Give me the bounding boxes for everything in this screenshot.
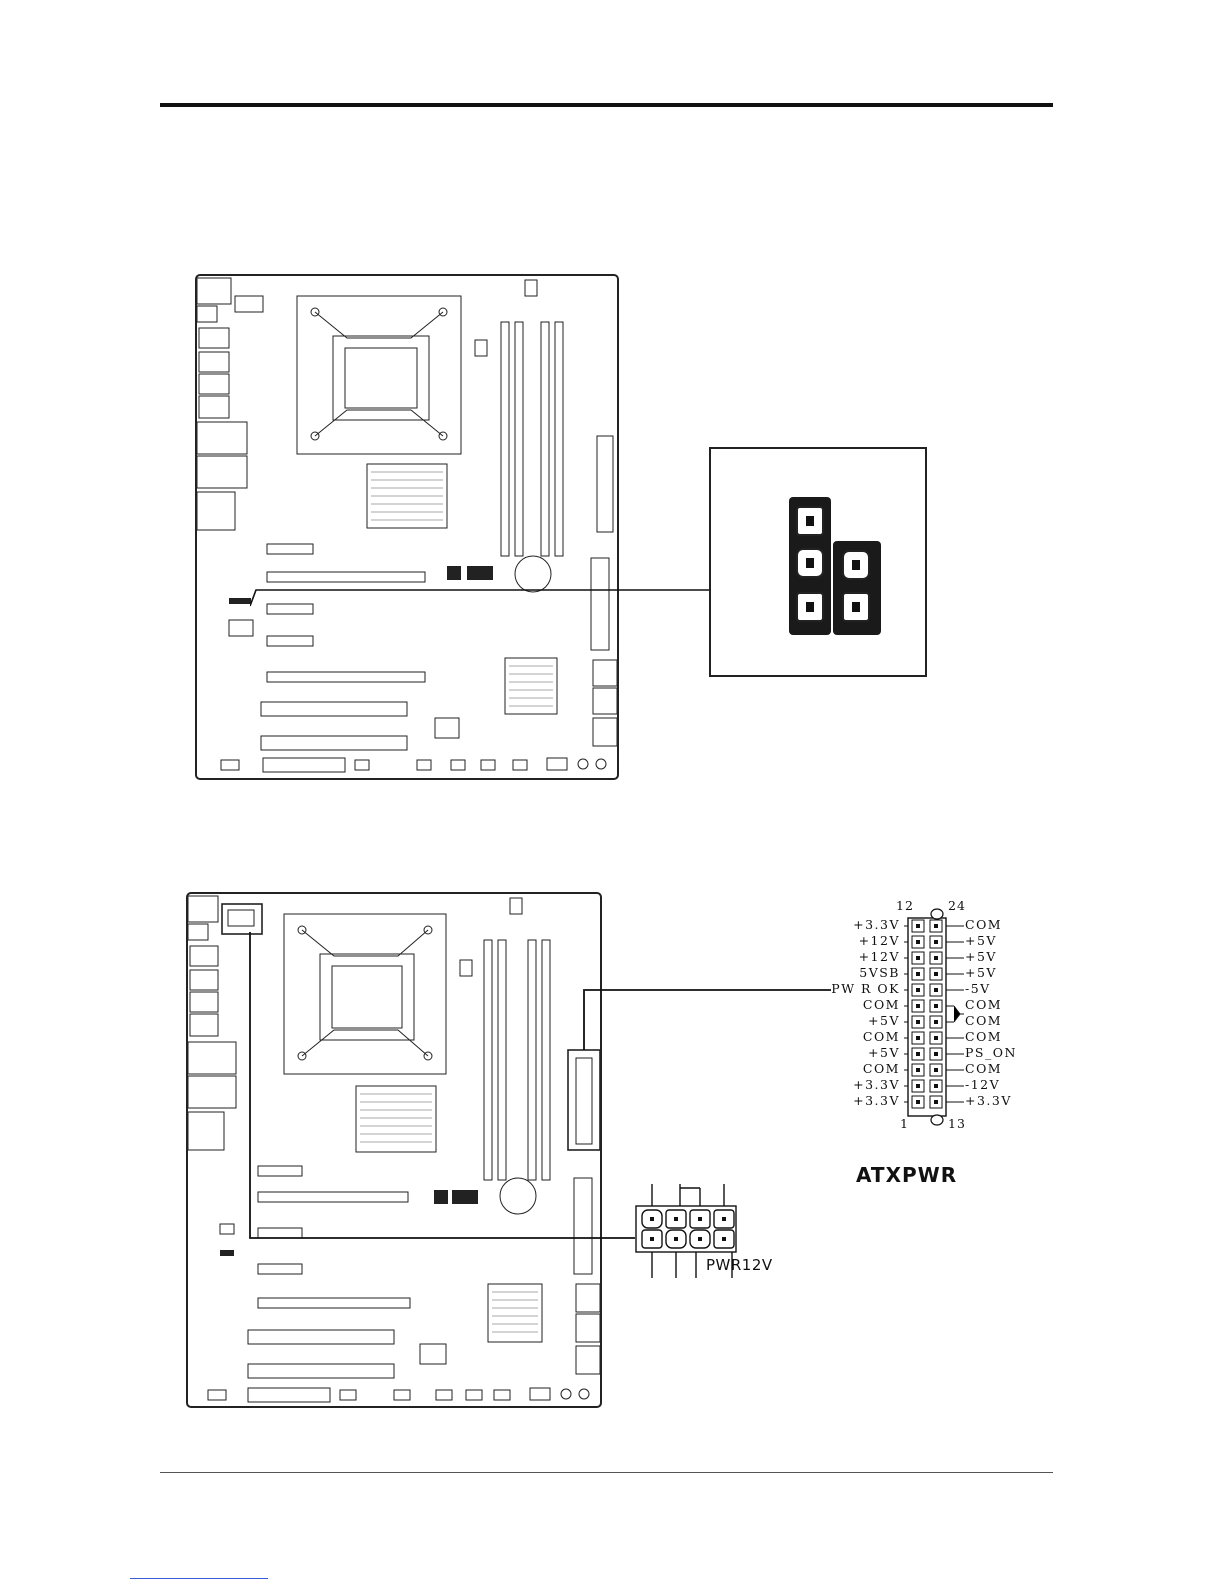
atx-pin-dot [935,1053,938,1056]
atx-pin-dot [917,989,920,992]
atx-pin-label-left: COM [830,1029,900,1044]
atx-pin-label-left: +12V [830,933,900,948]
atx-pin-dot [917,1021,920,1024]
atx-pin-dot [917,1037,920,1040]
leader-line-top [250,584,710,608]
atx-pin-dot [935,1037,938,1040]
atx-pin-label-right: +5V [965,965,997,980]
atx-pin-dot [935,1101,938,1104]
power-connector-closeup [711,449,925,675]
atx-pin-label-right: COM [965,1029,1002,1044]
atx-pin-label-right: +5V [965,933,997,948]
atx-connector-drawing [904,906,970,1132]
atx-pin-dot [935,941,938,944]
atx-pin-label-left: PW R OK [830,981,900,996]
atx-pin-dot [917,925,920,928]
atx-pin-dot [935,1005,938,1008]
atx-pin-label-left: COM [830,1061,900,1076]
atx-pin-label-right: COM [965,1013,1002,1028]
atx-pin-dot [935,973,938,976]
atx-pin-label-left: +3.3V [830,1077,900,1092]
atx-pin-label-right: COM [965,997,1002,1012]
atx-pin-dot [917,941,920,944]
atx-pin-label-right: PS_ON [965,1045,1017,1060]
atx-pin-dot [917,973,920,976]
atx-pin-dot [935,1021,938,1024]
atx-pin-label-right: COM [965,917,1002,932]
leader-line-pwr12v [236,930,636,1242]
atx-pin-label-right: COM [965,1061,1002,1076]
atx-pin-dot [935,957,938,960]
atx-pin-label-left: +5V [830,1045,900,1060]
pwr12v-label: PWR12V [706,1256,773,1274]
atx-pin-dot [917,957,920,960]
atx-pin-dot [935,989,938,992]
atx-pin-dot [917,1101,920,1104]
atx-pin-label-left: +12V [830,949,900,964]
atx-pin-label-left: +3.3V [830,917,900,932]
atx-pin-label-left: +3.3V [830,1093,900,1108]
atx-pin-dot [917,1069,920,1072]
atx-pin-label-right: -12V [965,1077,1000,1092]
atx-pin-label-right: +3.3V [965,1093,1012,1108]
footer-link-underline[interactable] [130,1578,268,1579]
top-rule [160,103,1053,107]
atx-pin-dot [917,1085,920,1088]
motherboard-diagram-top [195,274,619,780]
bottom-rule [160,1472,1053,1473]
motherboard-layout-top [197,276,617,778]
atx-pin-label-left: 5VSB [830,965,900,980]
atx-pin-dot [917,1053,920,1056]
atx-pin-dot [935,925,938,928]
atx-pin-label-right: -5V [965,981,991,996]
connector-zoom-inset [709,447,927,677]
atx-pin-label-left: COM [830,997,900,1012]
atx-pin-dot [935,1069,938,1072]
atx-pin-label-right: +5V [965,949,997,964]
atx-pin-label-left: +5V [830,1013,900,1028]
atx-power-title: ATXPWR [856,1163,957,1187]
atx-pin-dot [917,1005,920,1008]
atx-pin-dot [935,1085,938,1088]
